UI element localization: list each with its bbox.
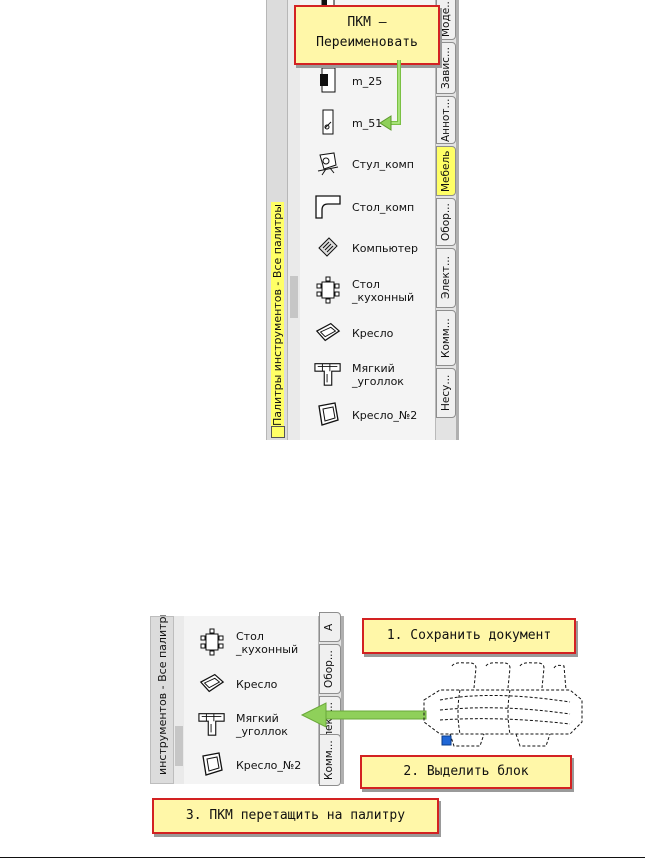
palette-scrollbar-2[interactable] [174,616,184,784]
palette-menu-icon[interactable] [271,426,285,438]
palette-title: Палитры инструментов - Все палитры [271,202,284,428]
item-label: Кресло_№2 [352,408,418,422]
palette-tabs-2: А Обор... Элект... Комм... [319,612,341,786]
tab-dependencies[interactable]: Завис... [436,42,456,94]
tab-communications[interactable]: Комм... [319,734,341,786]
palette-edge [456,0,459,440]
palette-title-2: инструментов - Все палитры [156,615,169,775]
m51-block-icon [314,108,342,136]
item-label: Стол_комп [352,200,415,214]
tab-a[interactable]: А [319,612,341,642]
corner-sofa-icon [198,710,226,738]
palette-content: m_25 m_51 Стул_комп Стол_комп Компьютер … [300,0,436,440]
tab-electrical[interactable]: Элект... [436,248,456,308]
kitchen-table-icon [198,628,226,656]
tab-equipment[interactable]: Обор... [319,644,341,694]
step2-callout: 2. Выделить блок [360,755,572,789]
item-label: Стол _кухонный [236,630,299,656]
item-label: Стул_комп [352,157,414,171]
tab-furniture[interactable]: Мебель [436,146,456,196]
scrollbar-thumb[interactable] [175,726,183,766]
item-label: Кресло [352,326,394,340]
computer-desk-icon [314,192,342,220]
palette-titlebar-2[interactable]: инструментов - Все палитры [150,615,174,784]
kitchen-table-icon [314,276,342,304]
armchair2-icon [314,400,342,428]
item-label: Кресло [236,677,278,691]
armchair-icon [314,318,342,346]
item-label: Мягкий _уголлок [236,712,288,738]
item-label: Стол _кухонный [352,278,415,304]
office-chair-icon [314,149,342,177]
item-label: m_25 [352,74,383,88]
scrollbar-thumb[interactable] [290,276,298,318]
item-label: m_51 [352,116,383,130]
palette-tabs: Моде... Завис... Аннот... Мебель Обор...… [436,0,456,440]
drag-arrow-icon [300,702,427,728]
item-label: Компьютер [352,241,418,255]
grip-point[interactable] [441,735,452,746]
corner-sofa-icon [314,360,342,388]
page-divider [0,857,645,858]
item-label: Кресло_№2 [236,758,302,772]
m25-block-icon [314,66,342,94]
item-label: Мягкий _уголлок [352,362,404,388]
selected-block-drawing[interactable] [420,660,586,750]
tab-structural[interactable]: Несу... [436,368,456,418]
tab-equipment[interactable]: Обор... [436,198,456,246]
step1-callout: 1. Сохранить документ [362,618,576,654]
tab-annotations[interactable]: Аннот... [436,96,456,144]
rename-arrow-icon [379,60,401,131]
rename-callout: ПКМ – Переименовать [294,5,440,65]
computer-icon [314,233,342,261]
palette-edge-2 [341,616,344,784]
step3-callout: 3. ПКМ перетащить на палитру [152,798,439,834]
armchair-icon [198,669,226,697]
palette-titlebar[interactable]: Палитры инструментов - Все палитры [266,0,288,440]
armchair2-icon [198,750,226,778]
tab-communications[interactable]: Комм... [436,310,456,366]
palette-content-2: Стол _кухонный Кресло Мягкий _уголлок Кр… [184,616,319,784]
